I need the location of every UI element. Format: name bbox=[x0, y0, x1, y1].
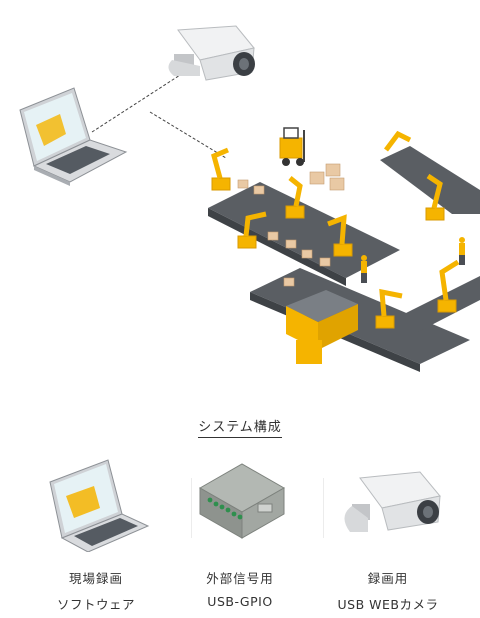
component-gpio: 外部信号用 USB-GPIO bbox=[170, 452, 310, 612]
component-gpio-label-1: 外部信号用 bbox=[206, 571, 274, 586]
camera-icon bbox=[168, 25, 255, 81]
gpio-box-icon bbox=[198, 463, 286, 539]
connection-line-camera-factory bbox=[149, 111, 227, 159]
component-camera: 録画用 USB WEBカメラ bbox=[318, 452, 458, 612]
boxes bbox=[237, 163, 345, 287]
camera-icon bbox=[344, 471, 441, 532]
connection-line-laptop-camera bbox=[91, 65, 195, 133]
component-software-label-1: 現場録画 bbox=[68, 571, 123, 586]
section-title-text: システム構成 bbox=[198, 420, 282, 438]
component-camera-label-2: USB WEBカメラ bbox=[337, 597, 439, 612]
forklift bbox=[279, 127, 305, 166]
workers bbox=[361, 237, 465, 283]
section-title: システム構成 bbox=[0, 416, 480, 438]
laptop-icon bbox=[49, 459, 150, 552]
component-software: 現場録画 ソフトウェア bbox=[26, 452, 166, 612]
divider bbox=[191, 478, 192, 538]
component-camera-label-1: 録画用 bbox=[367, 571, 409, 586]
laptop-icon bbox=[19, 87, 128, 186]
component-gpio-label-2: USB-GPIO bbox=[207, 594, 273, 609]
divider bbox=[323, 478, 324, 538]
machine-station bbox=[286, 290, 358, 364]
robot-arms bbox=[211, 130, 460, 329]
component-software-label-2: ソフトウェア bbox=[56, 597, 135, 612]
factory-illustration bbox=[19, 25, 480, 372]
